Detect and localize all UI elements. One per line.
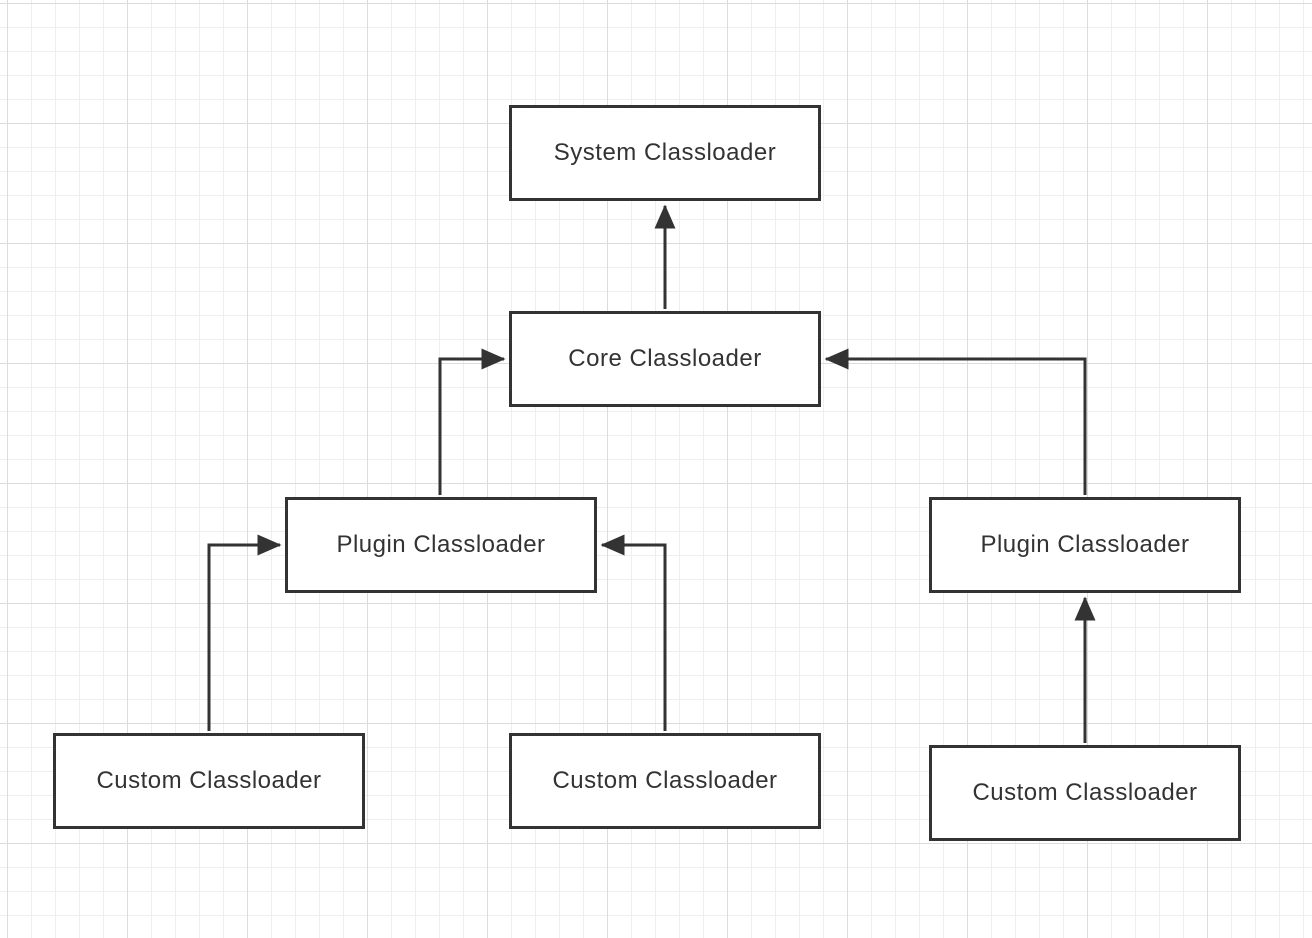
node-plugin-classloader-right[interactable]: Plugin Classloader: [929, 497, 1241, 593]
node-label: Custom Classloader: [96, 767, 322, 794]
node-label: Custom Classloader: [552, 767, 778, 794]
node-label: Plugin Classloader: [336, 531, 546, 558]
edge-custom-left-to-plugin-left[interactable]: [207, 534, 282, 731]
node-plugin-classloader-left[interactable]: Plugin Classloader: [285, 497, 597, 593]
node-custom-classloader-middle[interactable]: Custom Classloader: [509, 733, 821, 829]
edge-plugin-left-to-core[interactable]: [438, 348, 506, 495]
node-label: Plugin Classloader: [980, 531, 1190, 558]
node-custom-classloader-left[interactable]: Custom Classloader: [53, 733, 365, 829]
node-system-classloader[interactable]: System Classloader: [509, 105, 821, 201]
node-custom-classloader-right[interactable]: Custom Classloader: [929, 745, 1241, 841]
edge-custom-middle-to-plugin-left[interactable]: [600, 534, 667, 731]
node-label: System Classloader: [553, 139, 777, 166]
edge-plugin-right-to-core[interactable]: [824, 348, 1087, 495]
node-label: Core Classloader: [568, 345, 762, 372]
node-core-classloader[interactable]: Core Classloader: [509, 311, 821, 407]
node-label: Custom Classloader: [972, 779, 1198, 806]
